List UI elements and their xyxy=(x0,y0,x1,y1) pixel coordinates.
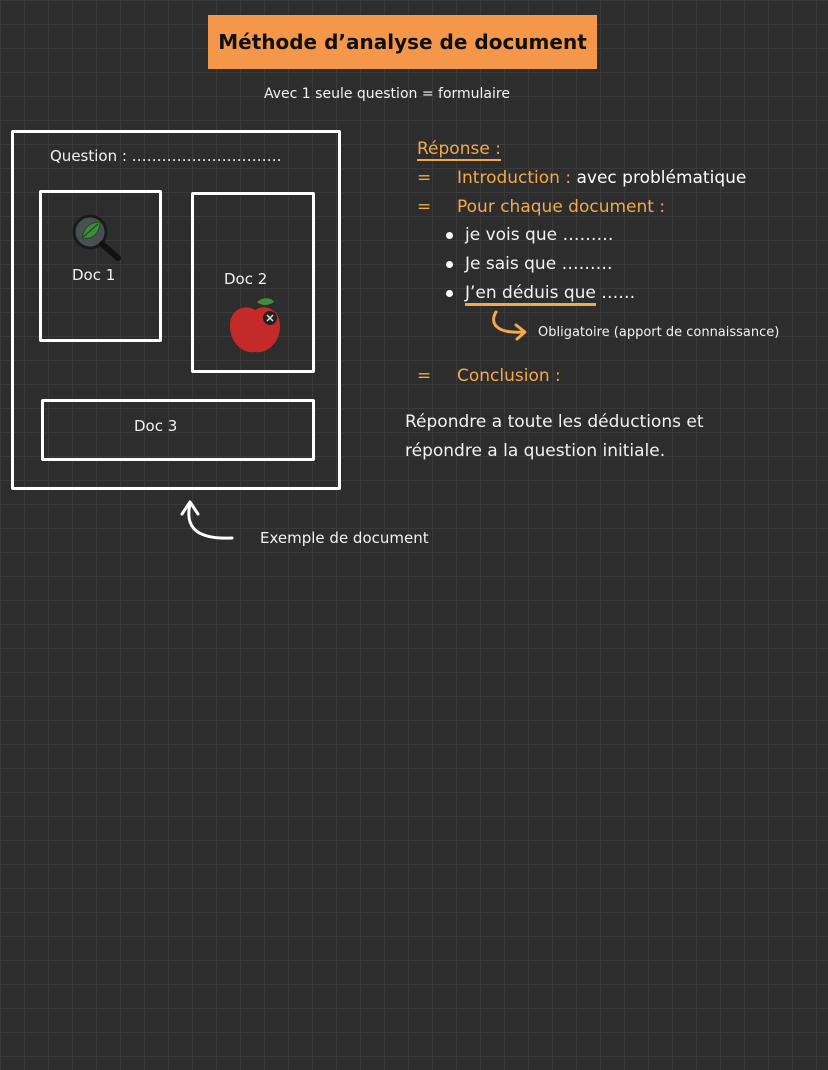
page-title-banner: Méthode d’analyse de document xyxy=(208,15,597,69)
eq-1: = xyxy=(417,168,432,188)
example-document-frame xyxy=(11,130,341,490)
eq-3: = xyxy=(417,366,432,386)
reponse-heading-text: Réponse : xyxy=(417,139,501,159)
bullet-dot xyxy=(446,231,453,239)
bullet-dot xyxy=(446,260,453,268)
bullet-1: je vois que ……… xyxy=(446,225,613,245)
doc1-box xyxy=(39,190,162,342)
bullet-2-text: Je sais que ……… xyxy=(465,254,613,274)
doc3-label: Doc 3 xyxy=(134,417,178,435)
bullet-2: Je sais que ……… xyxy=(446,254,613,274)
apple-icon xyxy=(230,298,280,353)
obligatoire-note: Obligatoire (apport de connaissance) xyxy=(538,325,780,340)
doc2-box xyxy=(191,192,315,373)
bullet-1-text: je vois que ……… xyxy=(465,225,614,245)
per-doc-line: Pour chaque document : xyxy=(457,197,666,217)
bullet-3-main: J’en déduis que xyxy=(465,283,596,306)
intro-line: Introduction : avec problématique xyxy=(457,168,746,188)
curved-arrow-icon xyxy=(180,500,234,540)
final-line-1: Répondre a toute les déductions et xyxy=(405,412,704,432)
bullet-dot xyxy=(446,289,453,297)
doc1-label: Doc 1 xyxy=(72,266,116,284)
example-caption: Exemple de document xyxy=(260,529,429,547)
hook-arrow-icon xyxy=(492,310,527,341)
bullet-3-dots: …… xyxy=(601,283,636,303)
intro-key: Introduction : xyxy=(457,168,572,188)
eq-2: = xyxy=(417,197,432,217)
final-line-2: répondre a la question initiale. xyxy=(405,441,666,461)
conclusion-label: Conclusion : xyxy=(457,366,561,386)
doc2-label: Doc 2 xyxy=(224,270,268,288)
doc3-box xyxy=(41,399,315,461)
bullet-3: J’en déduis que …… xyxy=(446,283,636,306)
magnifier-leaf-icon xyxy=(72,214,121,261)
page-subtitle: Avec 1 seule question = formulaire xyxy=(264,86,510,102)
page-title: Méthode d’analyse de document xyxy=(218,30,587,54)
reponse-heading: Réponse : xyxy=(417,139,501,161)
question-label: Question : ………………………… xyxy=(50,147,282,165)
intro-rest: avec problématique xyxy=(576,168,747,188)
